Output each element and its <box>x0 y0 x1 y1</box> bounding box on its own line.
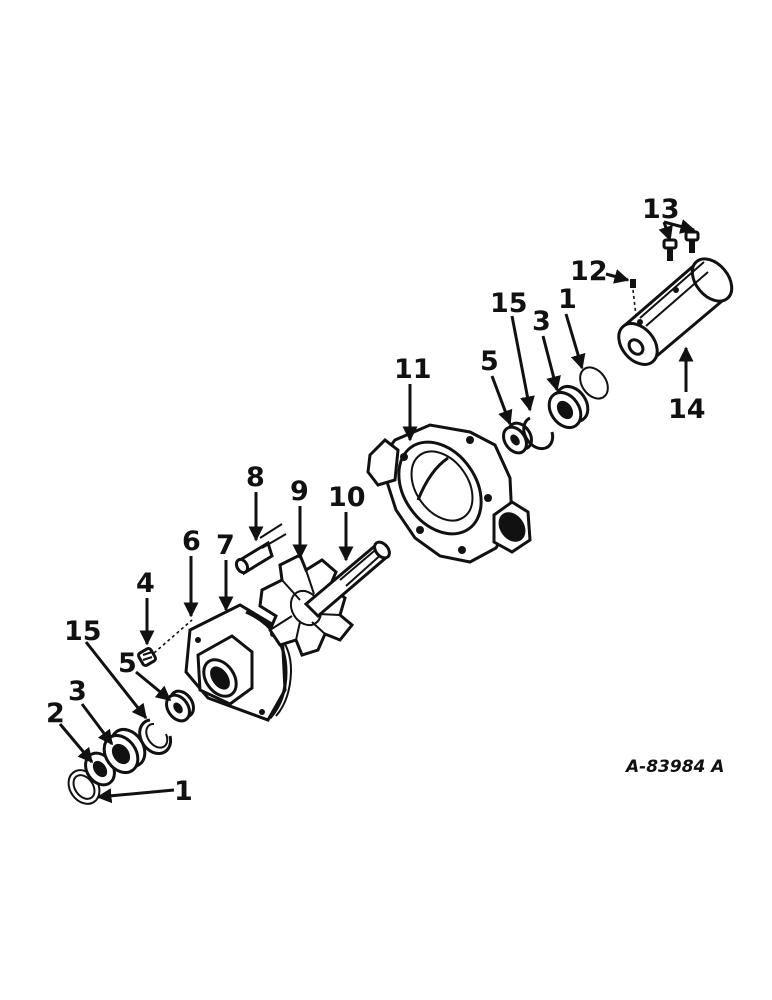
callout-1-lower: 1 <box>174 776 193 807</box>
callout-3-upper: 3 <box>532 306 551 337</box>
callout-14: 14 <box>668 394 706 425</box>
end-cover-plate <box>184 603 293 722</box>
callout-1-upper: 1 <box>558 284 577 315</box>
callout-9: 9 <box>290 476 309 507</box>
callout-13: 13 <box>642 194 680 225</box>
snap-ring-lower <box>138 718 173 755</box>
callout-5-upper: 5 <box>480 346 499 377</box>
callout-11: 11 <box>394 354 432 385</box>
bearing-small-lower <box>165 689 195 723</box>
callout-7: 7 <box>216 530 235 561</box>
callout-4: 4 <box>136 568 155 599</box>
pump-housing <box>366 423 532 564</box>
bearing-small-upper <box>502 421 533 455</box>
vane-pin <box>234 523 287 576</box>
callout-2: 2 <box>46 698 65 729</box>
callout-5-lower: 5 <box>118 648 137 679</box>
callout-labels: 1 2 3 15 5 4 6 7 8 9 10 11 5 15 3 1 12 1… <box>46 194 706 807</box>
callout-10: 10 <box>328 482 366 513</box>
callout-12: 12 <box>570 256 608 287</box>
drive-shaft <box>303 540 391 619</box>
bearing-upper <box>547 384 590 430</box>
set-screw <box>630 279 637 317</box>
coupling-sleeve <box>617 257 734 366</box>
plug-fitting <box>137 619 193 667</box>
leader-lines <box>58 219 696 804</box>
callout-8: 8 <box>246 462 265 493</box>
callout-15-upper: 15 <box>490 288 528 319</box>
snap-ring-upper <box>522 416 555 451</box>
callout-15-lower: 15 <box>64 616 102 647</box>
callout-6: 6 <box>182 526 201 557</box>
drawing-code: A-83984 A <box>624 757 724 777</box>
callout-3-lower: 3 <box>68 676 87 707</box>
